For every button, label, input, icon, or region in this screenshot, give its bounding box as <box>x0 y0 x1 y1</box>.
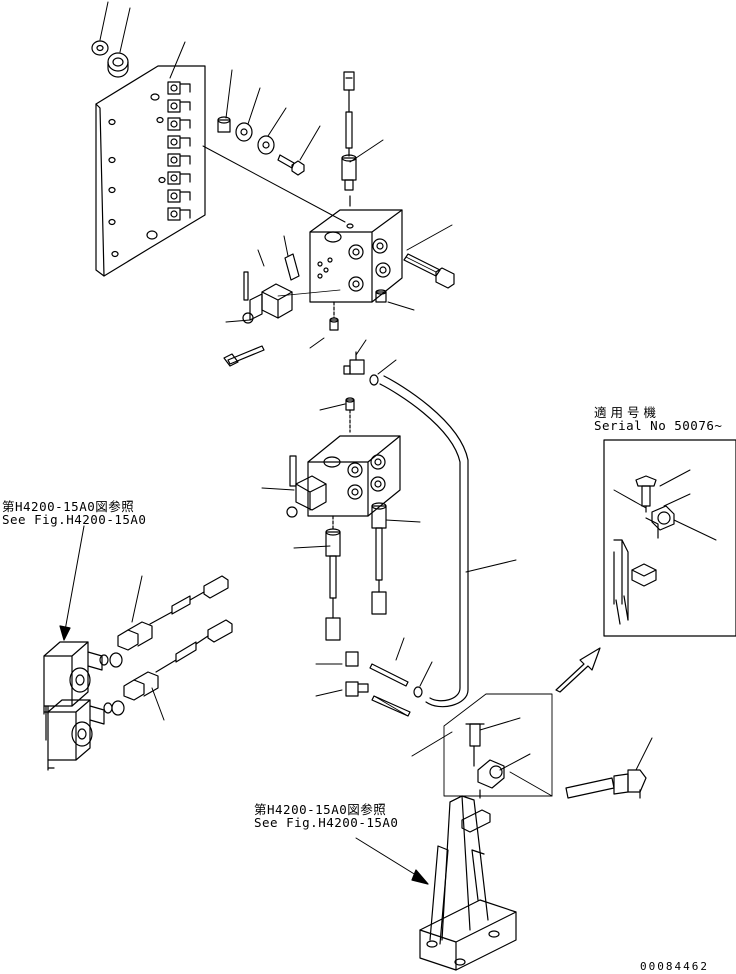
leader-lines-top <box>100 2 383 222</box>
lower-solenoid-connector <box>262 456 326 517</box>
clamp-callout-frame <box>412 694 552 798</box>
lower-fittings <box>316 638 432 716</box>
stand-bracket <box>420 796 516 970</box>
upper-fittings <box>310 290 414 348</box>
clip-stack <box>168 82 190 220</box>
bottom-hose-fitting <box>374 696 652 798</box>
left-reference-arrow <box>60 526 84 640</box>
upper-valve-block <box>310 210 402 302</box>
lower-sensors <box>294 503 420 640</box>
left-sensor-cables <box>118 576 232 720</box>
lower-valve-block <box>308 398 400 516</box>
upper-long-bolt <box>404 225 454 288</box>
left-reference-jp: 第H4200-15A0図参照 <box>2 499 135 514</box>
left-reference-en: See Fig.H4200-15A0 <box>2 512 147 527</box>
bottom-reference-en: See Fig.H4200-15A0 <box>254 815 399 830</box>
top-hardware <box>92 41 304 175</box>
tube-assembly <box>344 340 516 707</box>
upper-solenoid-connector <box>224 236 340 366</box>
serial-inset-box <box>604 440 736 636</box>
bottom-reference-arrow <box>356 838 428 884</box>
upper-sensor <box>342 72 356 206</box>
drawing-number: 00084462 <box>640 960 709 973</box>
bottom-reference-jp: 第H4200-15A0図参照 <box>254 802 387 817</box>
inset-pointer-arrow <box>556 648 600 692</box>
left-solenoid-coils <box>44 642 124 770</box>
mounting-plate <box>96 66 205 276</box>
serial-note-en: Serial No 50076~ <box>594 418 723 433</box>
serial-note-jp: 適用号機 <box>594 405 661 420</box>
